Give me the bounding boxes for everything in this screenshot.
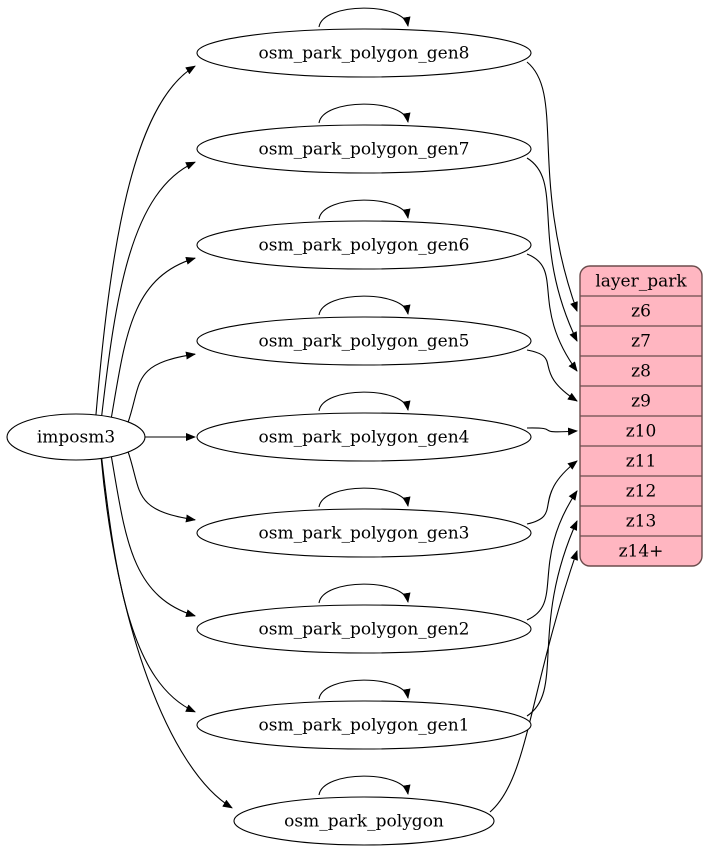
self-loop-edge-gen2: [318, 583, 411, 604]
edge-gen7-to-z7: [526, 157, 578, 342]
table-header-layer-park[interactable]: layer_park: [595, 272, 687, 292]
edge-imposm3-to-gen3: [127, 450, 196, 523]
node-gen3-label: osm_park_polygon_gen3: [259, 524, 470, 544]
node-gen4[interactable]: [196, 412, 532, 462]
self-loop-edge-base: [318, 775, 411, 796]
node-gen4-label: osm_park_polygon_gen4: [259, 428, 470, 448]
edge-gen8-to-z6: [526, 61, 578, 312]
node-gen5-label: osm_park_polygon_gen5: [259, 332, 470, 352]
node-gen8-label: osm_park_polygon_gen8: [259, 44, 470, 64]
self-loop-edge-gen4: [318, 391, 411, 412]
self-loop-edge-gen7: [318, 103, 411, 124]
table-row-z7[interactable]: z7: [631, 332, 651, 352]
edge-group-source-to-process: [95, 65, 233, 809]
edge-imposm3-to-gen7: [101, 161, 196, 417]
self-loop-edge-gen3: [318, 487, 411, 508]
table-row-z11[interactable]: z11: [626, 452, 657, 472]
table-row-z14plus[interactable]: z14+: [619, 542, 664, 562]
node-group: imposm3 osm_park_polygon_gen8 osm_park_pol…: [6, 28, 532, 846]
node-gen6-label: osm_park_polygon_gen6: [259, 236, 470, 256]
node-gen8[interactable]: [196, 28, 532, 78]
table-row-z12[interactable]: z12: [626, 482, 657, 502]
self-loop-edge-gen1: [318, 679, 411, 700]
edge-imposm3-to-gen2: [110, 456, 196, 618]
edge-gen3-to-z11: [526, 460, 578, 525]
node-gen2-label: osm_park_polygon_gen2: [259, 620, 470, 640]
node-gen7-label: osm_park_polygon_gen7: [259, 140, 470, 160]
edge-gen4-to-z10: [526, 427, 578, 436]
table-row-z9[interactable]: z9: [631, 392, 651, 412]
layer-park-table: layer_park z6 z7 z8 z9 z10 z11 z12 z13 z14+: [579, 265, 703, 567]
edge-imposm3-to-gen8: [95, 65, 196, 416]
edge-imposm3-to-gen5: [127, 351, 196, 424]
edge-imposm3-to-gen6: [110, 256, 196, 418]
edge-imposm3-to-gen1: [101, 457, 196, 713]
node-gen5[interactable]: [196, 316, 532, 366]
node-gen6[interactable]: [196, 220, 532, 270]
table-row-z6[interactable]: z6: [631, 302, 651, 322]
node-base[interactable]: [233, 796, 495, 846]
edge-base-to-z14plus: [489, 550, 578, 813]
self-loop-edge-gen6: [318, 199, 411, 220]
edge-imposm3-to-base: [100, 458, 233, 809]
self-loop-edge-gen5: [318, 295, 411, 316]
node-gen1-label: osm_park_polygon_gen1: [259, 716, 470, 736]
node-gen2[interactable]: [196, 604, 532, 654]
edge-gen2-to-z12: [526, 490, 578, 621]
node-gen1[interactable]: [196, 700, 532, 750]
edge-gen6-to-z8: [526, 253, 578, 372]
edge-gen5-to-z9: [526, 349, 578, 402]
node-base-label: osm_park_polygon: [284, 812, 444, 832]
self-loop-edge-gen8: [318, 7, 411, 28]
table-row-z8[interactable]: z8: [631, 362, 651, 382]
node-gen3[interactable]: [196, 508, 532, 558]
table-row-z10[interactable]: z10: [626, 422, 657, 442]
node-imposm3[interactable]: [6, 413, 146, 461]
node-gen7[interactable]: [196, 124, 532, 174]
table-row-z13[interactable]: z13: [626, 512, 657, 532]
edge-group-self-loops: [318, 7, 411, 796]
node-imposm3-label: imposm3: [37, 428, 115, 448]
